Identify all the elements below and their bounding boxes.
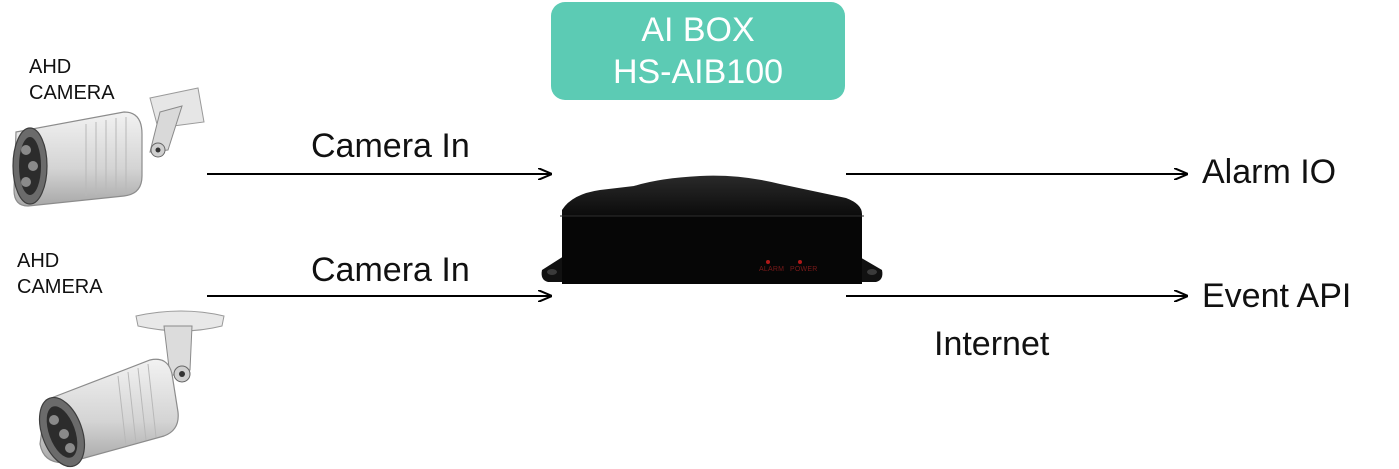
event-api-output-label: Event API (1202, 277, 1352, 315)
camera-2-label: AHD CAMERA (17, 250, 103, 298)
device-led-label-power: POWER (790, 266, 818, 273)
camera-2-icon (38, 310, 225, 468)
ai-box-model: HS-AIB100 (612, 53, 784, 91)
camera-1-label: AHD CAMERA (29, 56, 115, 104)
ai-box-device-icon (541, 175, 883, 284)
ai-box-title: AI BOX (641, 11, 755, 49)
device-led-label-alarm: ALARM (759, 266, 785, 273)
internet-label: Internet (934, 325, 1050, 363)
camera-1-input-label: Camera In (311, 127, 470, 165)
camera-2-input-label: Camera In (311, 251, 470, 289)
ai-box-title-badge: AI BOX HS-AIB100 (551, 2, 845, 100)
camera-1-icon (12, 87, 205, 207)
alarm-io-output-label: Alarm IO (1202, 153, 1337, 191)
